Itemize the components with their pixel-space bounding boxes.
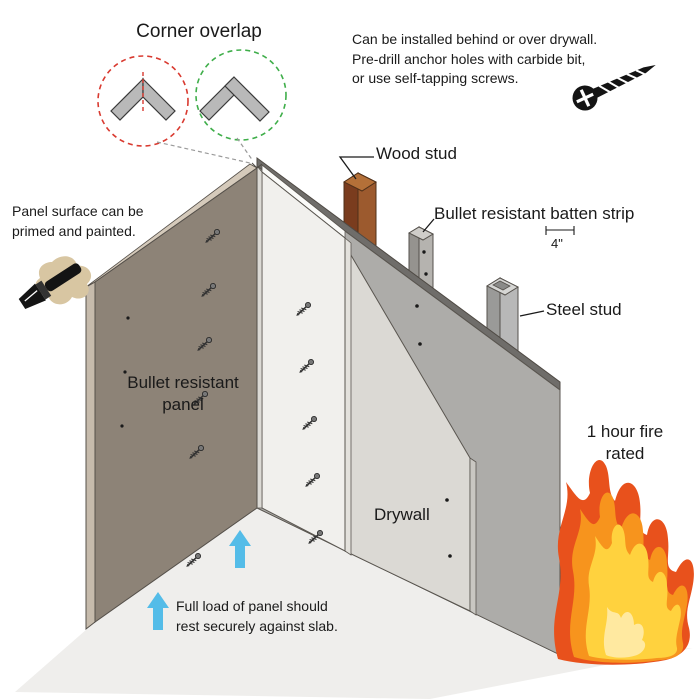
drywall-panel [344, 243, 477, 616]
corner-overlap-label: Corner overlap [136, 21, 262, 42]
batten-width-dimension: 4" [551, 236, 563, 251]
steel-stud-label: Steel stud [546, 300, 622, 319]
label-pointer-lines [338, 156, 545, 317]
floor-slab [15, 509, 693, 699]
bullet-panel-return [256, 164, 352, 556]
paint-note: Panel surface can be primed and painted. [12, 203, 144, 239]
flame-icon [554, 459, 694, 665]
panel-label: Bullet resistant panel [127, 373, 239, 414]
panel-screws [120, 227, 222, 570]
up-arrow-icon [147, 530, 251, 630]
drywall-label: Drywall [374, 505, 430, 524]
load-note: Full load of panel should rest securely … [176, 598, 338, 634]
correct-overlap-corner-icon [195, 49, 287, 141]
batten-strip-label: Bullet resistant batten strip [434, 204, 635, 223]
paintbrush-icon [18, 256, 92, 310]
wood-stud-label: Wood stud [376, 144, 457, 163]
batten-width-dimension-line [545, 226, 575, 235]
callout-leader-lines [156, 137, 254, 164]
fire-rating-note: 1 hour fire rated [586, 422, 664, 463]
install-note: Can be installed behind or over drywall.… [352, 31, 598, 87]
incorrect-miter-corner-icon [97, 55, 189, 147]
corner-joint-detail [251, 162, 263, 169]
screw-icon [572, 65, 656, 111]
bullet-panel-left [85, 163, 258, 631]
